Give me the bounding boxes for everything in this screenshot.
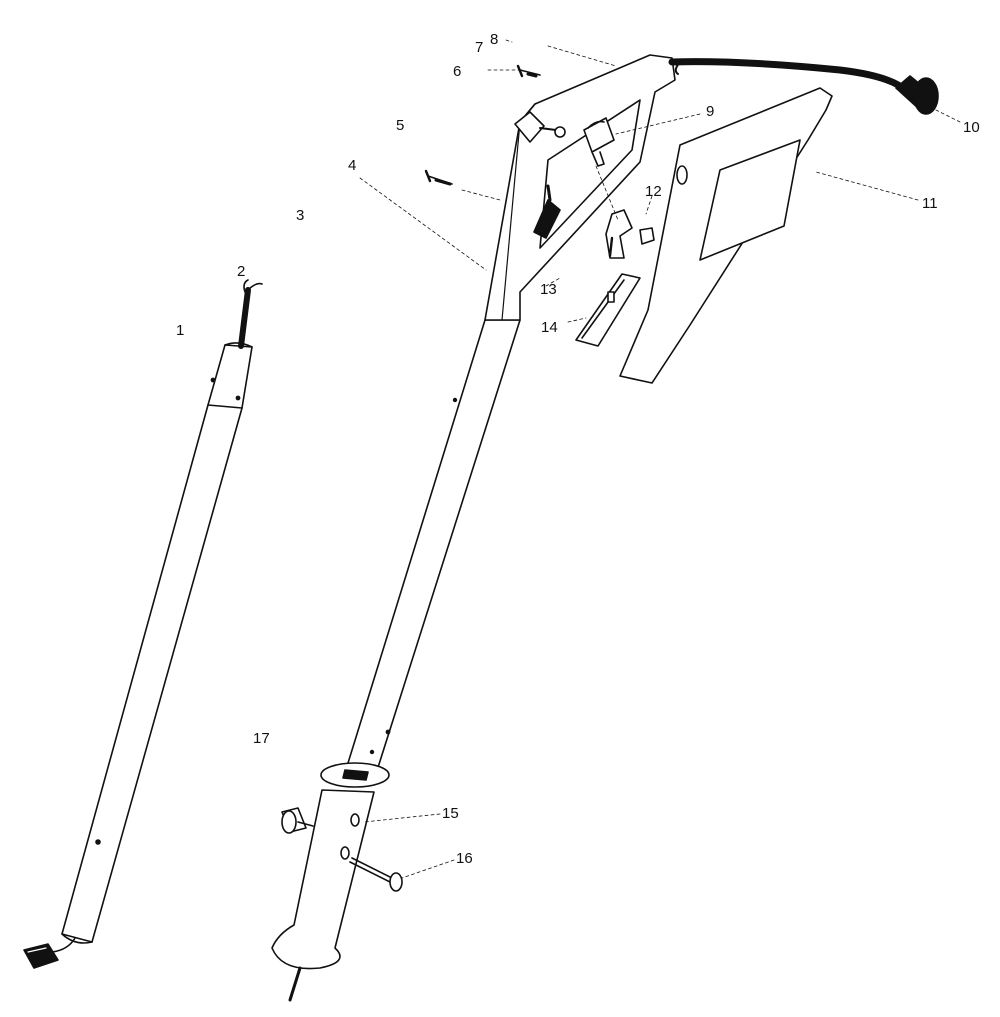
part-15-knob [281, 807, 314, 834]
part-1-lower-tube [61, 342, 253, 944]
part-16-bolt [349, 857, 403, 892]
callout-9: 9 [706, 103, 715, 120]
callout-10: 10 [963, 119, 980, 136]
part-2-wire [238, 279, 263, 349]
callout-17: 17 [253, 730, 270, 747]
callout-5: 5 [396, 117, 405, 134]
callout-6: 6 [453, 63, 462, 80]
callout-3: 3 [296, 207, 305, 224]
callout-16: 16 [456, 850, 473, 867]
part-11-frame [619, 87, 833, 384]
part-4-main-tube [343, 319, 521, 781]
callout-4: 4 [348, 157, 357, 174]
part-17-handle-grip [271, 762, 390, 1002]
part-9-switch [583, 117, 615, 167]
callout-8: 8 [490, 31, 499, 48]
part-12-lever [605, 209, 655, 259]
leader-lines [359, 39, 961, 879]
part-5-screw [424, 169, 453, 186]
lower-connector-plug [23, 937, 76, 969]
callout-1: 1 [176, 322, 185, 339]
part-10-cord-plug [668, 58, 939, 115]
part-6-cap [514, 111, 566, 143]
part-14-cover [575, 273, 641, 347]
callout-7: 7 [475, 39, 484, 56]
part-6-7-screws [516, 64, 541, 78]
callout-13: 13 [540, 281, 557, 298]
callout-2: 2 [237, 263, 246, 280]
callout-14: 14 [541, 319, 558, 336]
callout-12: 12 [645, 183, 662, 200]
callout-15: 15 [442, 805, 459, 822]
callout-11: 11 [922, 195, 938, 212]
